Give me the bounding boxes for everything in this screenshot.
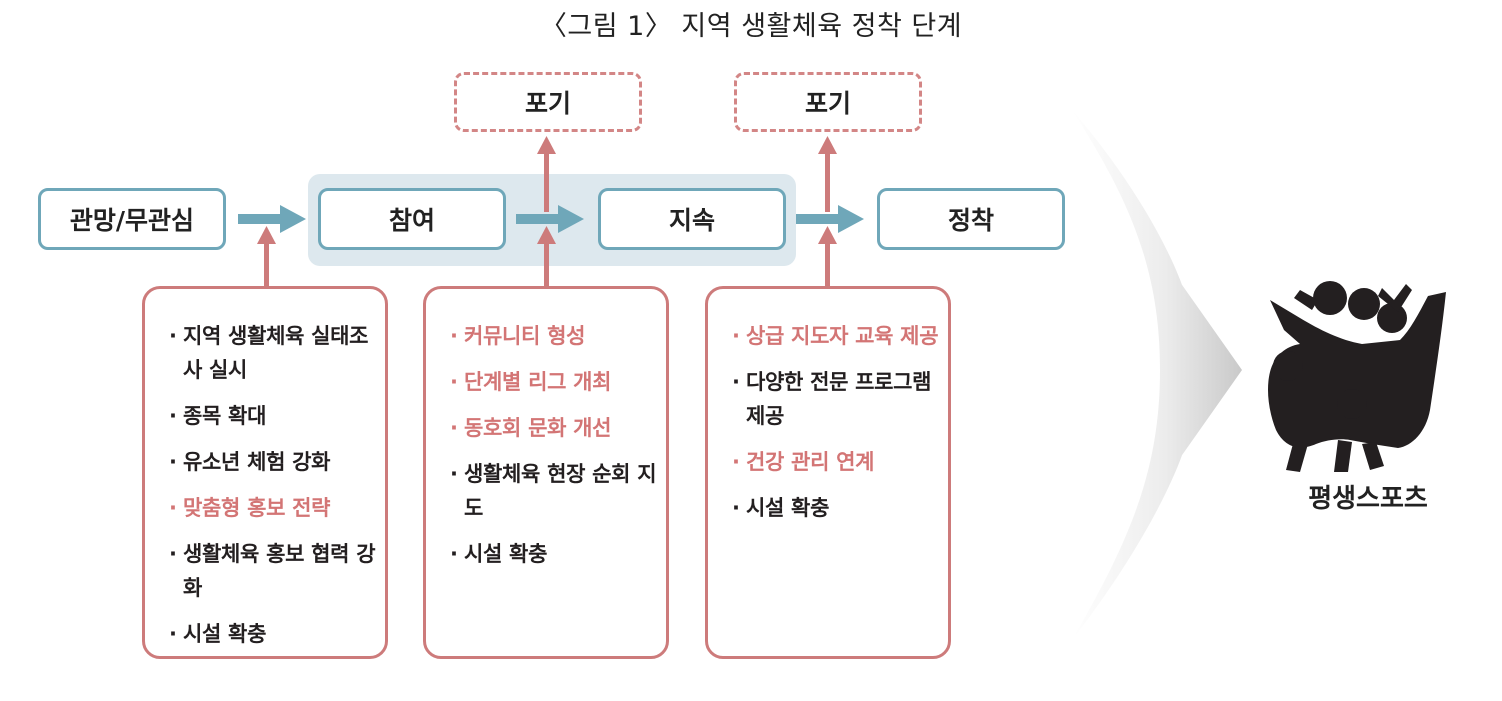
support-item: 단계별 리그 개최 [450, 365, 662, 399]
support-item: 시설 확충 [732, 491, 944, 525]
giveup-box-1-label: 포기 [524, 89, 571, 118]
stage-watching: 관망/무관심 [38, 188, 226, 250]
support-panel-3-list: 상급 지도자 교육 제공다양한 전문 프로그램 제공건강 관리 연계시설 확충 [732, 319, 944, 525]
support-item: 다양한 전문 프로그램 제공 [732, 365, 944, 433]
support-arrow-3 [818, 226, 837, 288]
giveup-box-1: 포기 [454, 72, 642, 132]
flow-arrow-3 [796, 205, 864, 233]
support-item: 시설 확충 [169, 617, 381, 651]
giveup-arrow-2 [818, 136, 837, 212]
giveup-box-2: 포기 [734, 72, 922, 132]
support-arrow-1 [257, 226, 276, 288]
support-panel-1: 지역 생활체육 실태조사 실시종목 확대유소년 체험 강화맞춤형 홍보 전략생활… [142, 286, 388, 659]
stage-watching-label: 관망/무관심 [69, 206, 195, 235]
support-item: 커뮤니티 형성 [450, 319, 662, 353]
figure-title: 〈그림 1〉 지역 생활체육 정착 단계 [539, 11, 963, 42]
stage-settlement: 정착 [877, 188, 1065, 250]
support-item: 종목 확대 [169, 399, 381, 433]
lifelong-sports-label: 평생스포츠 [1308, 484, 1428, 514]
stage-participation-label: 참여 [388, 206, 435, 235]
support-arrow-2 [537, 226, 556, 288]
support-item: 시설 확충 [450, 537, 662, 571]
support-item: 생활체육 홍보 협력 강화 [169, 537, 381, 605]
support-item: 상급 지도자 교육 제공 [732, 319, 944, 353]
support-item: 동호회 문화 개선 [450, 411, 662, 445]
flow-arrow-2 [516, 205, 584, 233]
family-people-icon [1268, 281, 1446, 472]
stage-participation: 참여 [318, 188, 506, 250]
support-panel-2: 커뮤니티 형성단계별 리그 개최동호회 문화 개선생활체육 현장 순회 지도시설… [423, 286, 669, 659]
support-panel-3: 상급 지도자 교육 제공다양한 전문 프로그램 제공건강 관리 연계시설 확충 [705, 286, 951, 659]
support-panel-2-list: 커뮤니티 형성단계별 리그 개최동호회 문화 개선생활체육 현장 순회 지도시설… [450, 319, 662, 571]
giveup-box-2-label: 포기 [804, 89, 851, 118]
stage-continuation: 지속 [598, 188, 786, 250]
stage-continuation-label: 지속 [668, 206, 715, 235]
support-item: 생활체육 현장 순회 지도 [450, 457, 662, 525]
support-item: 맞춤형 홍보 전략 [169, 491, 381, 525]
stage-settlement-label: 정착 [947, 206, 994, 235]
support-item: 유소년 체험 강화 [169, 445, 381, 479]
support-panel-1-list: 지역 생활체육 실태조사 실시종목 확대유소년 체험 강화맞춤형 홍보 전략생활… [169, 319, 381, 651]
converging-arrow-background [1072, 110, 1242, 640]
flow-arrow-1 [238, 205, 306, 233]
giveup-arrow-1 [537, 136, 556, 212]
support-item: 건강 관리 연계 [732, 445, 944, 479]
support-item: 지역 생활체육 실태조사 실시 [169, 319, 381, 387]
